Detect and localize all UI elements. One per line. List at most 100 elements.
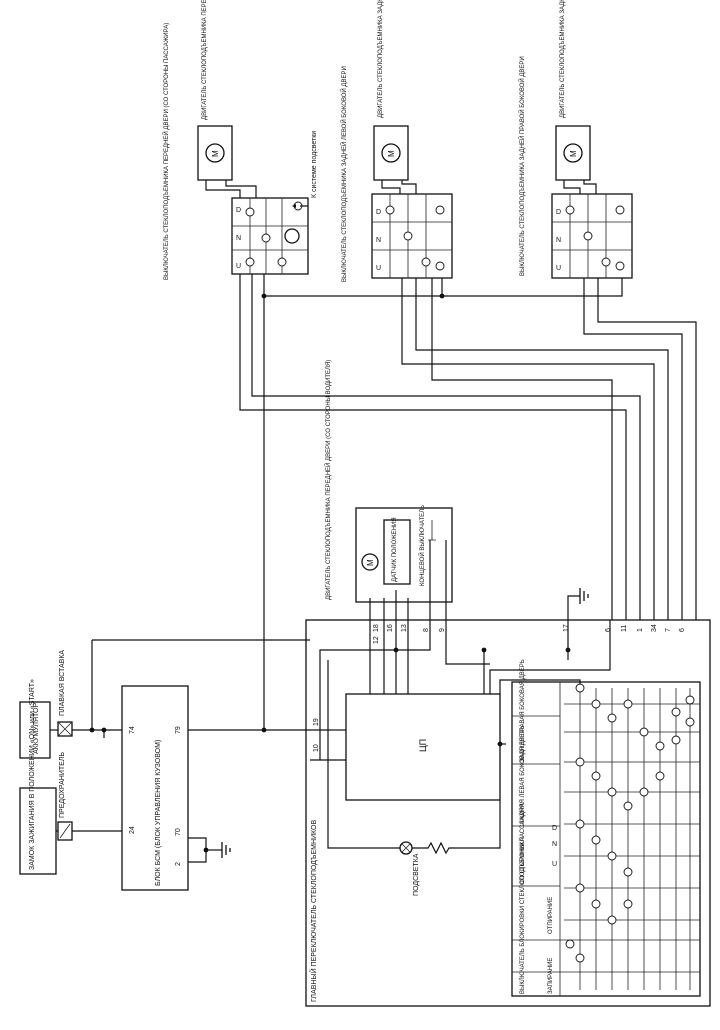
table-group-rear-left: ЗАДНЯЯ ЛЕВАЯ БОКОВАЯ ДВЕРЬ — [520, 725, 526, 824]
bcm-pin: 2 — [175, 862, 182, 866]
bcm-pin: 74 — [129, 726, 136, 734]
fusible-link-box — [57, 721, 73, 737]
svg-text:N: N — [236, 235, 241, 242]
bcm-module: БЛОК БСМ (БЛОК УПРАВЛЕНИЯ КУЗОВОМ) 24 74… — [121, 685, 189, 891]
rear-left-motor: M ДВИГАТЕЛЬ СТЕКЛОПОДЪЕМНИКА ЗАДНЕЙ ЛЕВО… — [373, 0, 417, 194]
position-sensor-box — [383, 519, 411, 585]
passenger-switch-box — [231, 197, 309, 275]
main-switch: ГЛАВНЫЙ ПЕРЕКЛЮЧАТЕЛЬ СТЕКЛОПОДЪЕМНИКОВ … — [305, 619, 711, 1007]
switch-illumination-icon — [284, 228, 300, 244]
passenger-switch: ВЫКЛЮЧАТЕЛЬ СТЕКЛОПОДЪЕМНИКА ПЕРЕДНЕЙ ДВ… — [162, 23, 309, 280]
svg-text:U: U — [376, 265, 381, 272]
main-switch-box — [305, 619, 711, 1007]
bcm-pin: 24 — [129, 826, 136, 834]
fuse-element — [59, 823, 71, 839]
svg-text:10: 10 — [313, 744, 320, 752]
rear-left-motor-label: ДВИГАТЕЛЬ СТЕКЛОПОДЪЕМНИКА ЗАДНЕЙ ЛЕВОЙ … — [376, 0, 384, 118]
passenger-motor: M ДВИГАТЕЛЬ СТЕКЛОПОДЪЕМНИКА ПЕРЕДНЕЙ ДВ… — [197, 0, 257, 198]
table-header-lock: ЗАПИРАНИЕ — [548, 958, 554, 994]
driver-motor-block: ДВИГАТЕЛЬ СТЕКЛОПОДЪЕМНИКА ПЕРЕДНЕЙ ДВЕР… — [324, 360, 453, 603]
rear-right-switch-box — [551, 193, 633, 279]
rear-left-switch-box — [371, 193, 453, 279]
driver-motor-box — [355, 507, 453, 603]
bcm-box — [121, 685, 189, 891]
passenger-motor-icon — [205, 143, 225, 163]
svg-text:M: M — [366, 559, 375, 566]
svg-text:8: 8 — [423, 628, 430, 632]
bcm-pin: 70 — [175, 828, 182, 836]
fusible-link-cross — [57, 721, 73, 737]
svg-text:13: 13 — [401, 624, 408, 632]
svg-text:N: N — [376, 237, 381, 244]
driver-motor-label: ДВИГАТЕЛЬ СТЕКЛОПОДЪЕМНИКА ПЕРЕДНЕЙ ДВЕР… — [324, 360, 332, 600]
rear-left-motor-box — [373, 125, 409, 181]
interconnect-wires — [239, 274, 697, 620]
passenger-switch-label: ВЫКЛЮЧАТЕЛЬ СТЕКЛОПОДЪЕМНИКА ПЕРЕДНЕЙ ДВ… — [162, 23, 170, 280]
ground-symbol — [221, 842, 231, 858]
table-pos: U — [552, 861, 557, 868]
svg-text:1: 1 — [637, 628, 644, 632]
illumination-note-label: К системе подсветки — [311, 131, 318, 198]
table-group-passenger: СО СТОРОНЫ ПАССАЖИРА — [520, 803, 526, 884]
main-switch-label: ГЛАВНЫЙ ПЕРЕКЛЮЧАТЕЛЬ СТЕКЛОПОДЪЕМНИКОВ — [309, 820, 318, 1002]
rear-right-motor-label: ДВИГАТЕЛЬ СТЕКЛОПОДЪЕМНИКА ЗАДНЕЙ ПРАВОЙ… — [558, 0, 566, 118]
fuse: ПРЕДОХРАНИТЕЛЬ — [57, 752, 73, 841]
rear-right-motor-box — [555, 125, 591, 181]
bcm-pin: 79 — [175, 726, 182, 734]
svg-text:M: M — [569, 150, 578, 157]
svg-text:U: U — [236, 263, 241, 270]
rear-right-switch-label: ВЫКЛЮЧАТЕЛЬ СТЕКЛОПОДЪЕМНИКА ЗАДНЕЙ ПРАВ… — [518, 56, 526, 276]
limit-switch-label: КОНЦЕВОЙ ВЫКЛЮЧАТЕЛЬ — [418, 505, 426, 586]
cpu-label: ЦП — [418, 739, 428, 752]
svg-text:17: 17 — [563, 624, 570, 632]
driver-motor-icon — [361, 553, 379, 571]
table-pos: D — [552, 825, 557, 832]
svg-text:D: D — [376, 209, 381, 216]
table-header-unlock: ОТПИРАНИЕ — [548, 897, 554, 934]
junction-dot — [101, 727, 107, 733]
svg-text:D: D — [556, 209, 561, 216]
table-group-rear-right: ЗАДНЯЯ ПРАВАЯ БОКОВАЯ ДВЕРЬ — [520, 659, 526, 762]
wire-ground-17 — [567, 595, 580, 660]
switch-table — [511, 681, 701, 997]
svg-text:11: 11 — [621, 625, 628, 632]
passenger-motor-box — [197, 125, 233, 181]
svg-text:7: 7 — [665, 628, 672, 632]
battery-block: АККУМУЛЯТОР — [19, 701, 51, 759]
switch-contact-grid — [564, 683, 700, 990]
passenger-motor-label: ДВИГАТЕЛЬ СТЕКЛОПОДЪЕМНИКА ПЕРЕДНЕЙ ДВЕР… — [200, 0, 208, 120]
svg-text:19: 19 — [313, 718, 320, 726]
junction-dot — [203, 847, 209, 853]
svg-text:D: D — [236, 207, 241, 214]
svg-text:U: U — [556, 265, 561, 272]
svg-text:6: 6 — [605, 628, 612, 632]
bcm-label: БЛОК БСМ (БЛОК УПРАВЛЕНИЯ КУЗОВОМ) — [155, 740, 162, 886]
position-sensor-label: ДАТЧИК ПОЛОЖЕНИЯ — [392, 517, 398, 582]
rear-left-motor-icon — [381, 143, 401, 163]
svg-text:6: 6 — [679, 628, 686, 632]
svg-text:M: M — [387, 150, 396, 157]
illumination-note: К системе подсветки — [292, 131, 318, 208]
svg-text:34: 34 — [651, 624, 658, 632]
cpu-box — [345, 693, 501, 801]
table-pos: N — [552, 841, 557, 848]
rear-right-switch: ВЫКЛЮЧАТЕЛЬ СТЕКЛОПОДЪЕМНИКА ЗАДНЕЙ ПРАВ… — [518, 56, 633, 279]
ground-symbol — [579, 588, 589, 604]
svg-text:16: 16 — [387, 624, 394, 632]
fuse-label: ПРЕДОХРАНИТЕЛЬ — [59, 752, 66, 818]
fusible-link: ПЛАВКАЯ ВСТАВКА — [57, 650, 73, 737]
ignition-label-box — [19, 787, 57, 875]
svg-text:N: N — [556, 237, 561, 244]
rear-left-switch-label: ВЫКЛЮЧАТЕЛЬ СТЕКЛОПОДЪЕМНИКА ЗАДНЕЙ ЛЕВО… — [340, 66, 348, 282]
rear-left-switch: ВЫКЛЮЧАТЕЛЬ СТЕКЛОПОДЪЕМНИКА ЗАДНЕЙ ЛЕВО… — [340, 66, 453, 282]
svg-text:12: 12 — [373, 636, 380, 644]
fusible-link-label: ПЛАВКАЯ ВСТАВКА — [59, 650, 66, 716]
rear-right-motor: M ДВИГАТЕЛЬ СТЕКЛОПОДЪЕМНИКА ЗАДНЕЙ ПРАВ… — [555, 0, 597, 194]
junction-dot — [89, 727, 95, 733]
wire-bcm-ground — [188, 837, 207, 863]
svg-text:M: M — [211, 150, 220, 157]
svg-text:9: 9 — [439, 628, 446, 632]
ignition-label: ЗАМОК ЗАЖИГАНИЯ В ПОЛОЖЕНИИ «ON» или «ST… — [29, 679, 36, 870]
svg-text:18: 18 — [373, 624, 380, 632]
